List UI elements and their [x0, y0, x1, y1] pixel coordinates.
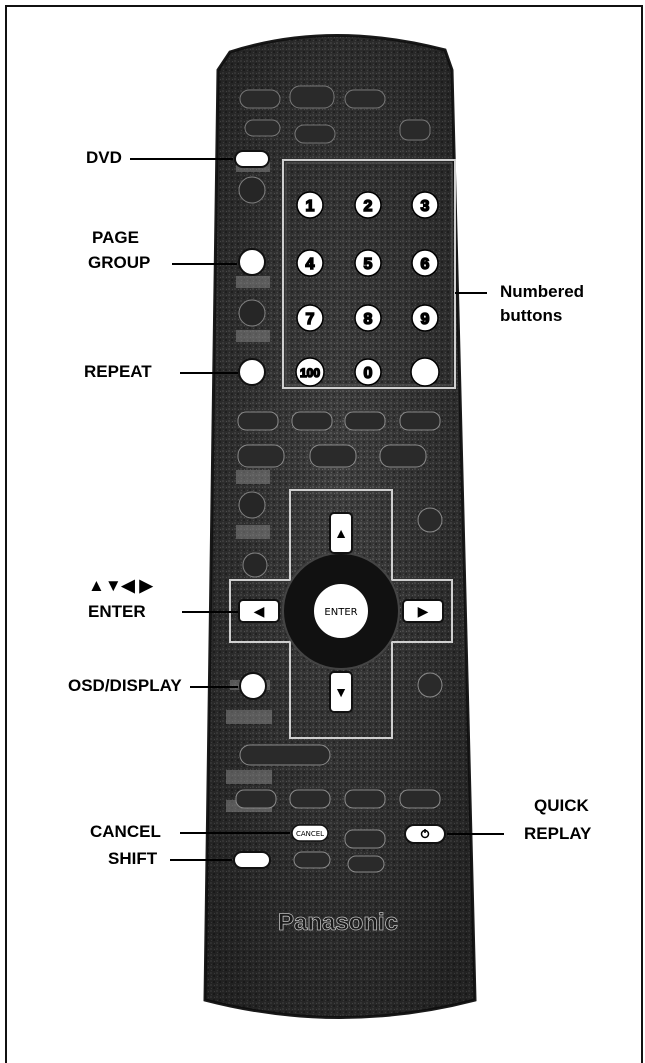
svg-text:3: 3: [421, 198, 430, 215]
callout-shift: SHIFT: [108, 847, 157, 871]
leader-line-shift: [170, 859, 232, 861]
number-key: 1: [297, 192, 323, 218]
leader-line-numbered: [455, 292, 487, 294]
dvd-key: [235, 151, 269, 167]
svg-text:9: 9: [421, 311, 430, 328]
callout-repeat: REPEAT: [84, 360, 152, 384]
callout-replay: REPLAY: [524, 822, 591, 846]
callout-group: GROUP: [88, 251, 150, 275]
svg-text:100: 100: [300, 366, 320, 380]
leader-line-arrows-enter: [182, 611, 238, 613]
svg-text:7: 7: [306, 311, 315, 328]
callout-page: PAGE: [92, 226, 139, 250]
leader-line-dvd: [130, 158, 233, 160]
svg-text:0: 0: [364, 365, 373, 382]
shift-key: [234, 852, 270, 868]
leader-line-repeat: [180, 372, 238, 374]
callout-arrows: ▲▼◀ ▶: [88, 574, 153, 598]
quick-replay-key: [405, 825, 445, 843]
callout-cancel: CANCEL: [90, 820, 161, 844]
page-group-key: [239, 249, 265, 275]
arrow-up-glyph: ▲: [334, 525, 348, 541]
arrow-down-glyph: ▼: [334, 684, 348, 700]
leader-line-quick-replay: [447, 833, 504, 835]
arrow-right-glyph: ▶: [418, 603, 429, 619]
callout-quick: QUICK: [534, 794, 589, 818]
number-key: 5: [355, 250, 381, 276]
svg-text:4: 4: [306, 256, 315, 273]
number-key: 4: [297, 250, 323, 276]
number-key: 3: [412, 192, 438, 218]
number-key: [411, 358, 439, 386]
callout-dvd: DVD: [86, 146, 122, 170]
callout-enter: ENTER: [88, 600, 146, 624]
svg-text:5: 5: [364, 256, 373, 273]
number-key: 2: [355, 192, 381, 218]
leader-line-page-group: [172, 263, 237, 265]
svg-text:1: 1: [306, 198, 315, 215]
repeat-key: [239, 359, 265, 385]
cancel-key-label: CANCEL: [296, 830, 324, 838]
number-key: 6: [412, 250, 438, 276]
osd-display-key: [240, 673, 266, 699]
number-key: 100: [296, 358, 324, 386]
brand-logo: Panasonic: [278, 909, 398, 936]
svg-text:6: 6: [421, 256, 430, 273]
leader-line-osd-display: [190, 686, 238, 688]
callout-numbered: Numbered: [500, 280, 584, 304]
callout-osd-display: OSD/DISPLAY: [68, 674, 182, 698]
number-key: 8: [355, 305, 381, 331]
leader-line-cancel: [180, 832, 290, 834]
callout-buttons: buttons: [500, 304, 562, 328]
enter-key-label: ENTER: [324, 607, 357, 618]
svg-text:8: 8: [364, 311, 373, 328]
number-key: 7: [297, 305, 323, 331]
number-key: 0: [355, 359, 381, 385]
svg-text:2: 2: [364, 198, 373, 215]
number-key: 9: [412, 305, 438, 331]
arrow-left-glyph: ◀: [254, 603, 265, 619]
